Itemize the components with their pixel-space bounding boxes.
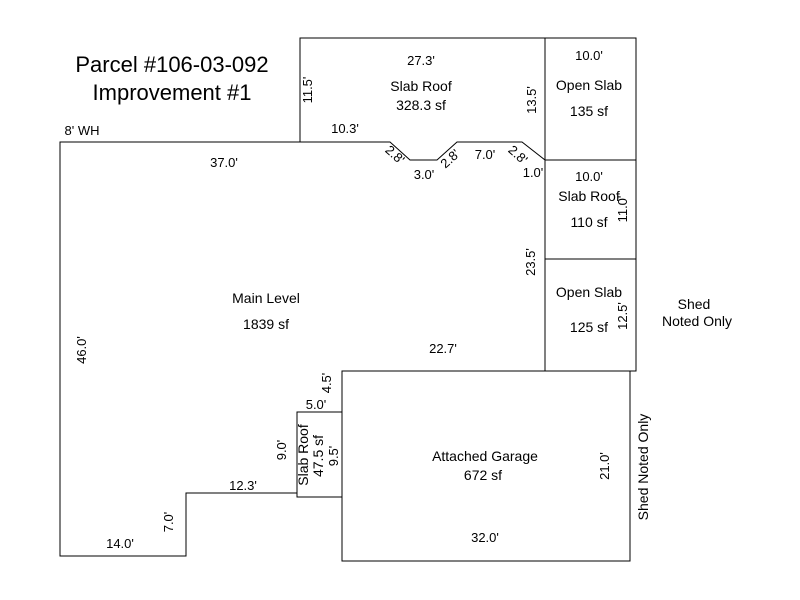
wh-note: 8' WH xyxy=(65,123,100,138)
dim-10-3: 10.3' xyxy=(331,121,359,136)
dim-13-5: 13.5' xyxy=(524,86,539,114)
dim-14-0: 14.0' xyxy=(106,536,134,551)
dim-2-8-middle: 2.8' xyxy=(437,146,462,171)
main-level-name: Main Level xyxy=(232,290,300,306)
dim-11-0: 11.0' xyxy=(615,196,630,223)
dim-7-0-top: 7.0' xyxy=(475,147,496,162)
open-slab-bottom-name: Open Slab xyxy=(556,284,622,300)
open-slab-top-name: Open Slab xyxy=(556,77,622,93)
dim-5-0: 5.0' xyxy=(306,397,327,412)
slab-roof-right-name: Slab Roof xyxy=(558,188,620,204)
parcel-title: Parcel #106-03-092 xyxy=(75,52,268,77)
main-level-area: 1839 sf xyxy=(243,316,289,332)
shed-note-line2: Noted Only xyxy=(662,313,732,329)
dim-12-3: 12.3' xyxy=(229,478,257,493)
dim-7-0-bottom: 7.0' xyxy=(161,512,176,533)
dim-46-0: 46.0' xyxy=(74,336,89,364)
dim-21-0: 21.0' xyxy=(597,452,612,480)
dim-9-5: 9.5' xyxy=(326,446,341,467)
shed-note-line1: Shed xyxy=(678,296,711,312)
shed-note-vertical: Shed Noted Only xyxy=(635,414,651,521)
dim-2-8-left: 2.8' xyxy=(382,142,407,167)
slab-roof-small-name: Slab Roof xyxy=(295,424,311,486)
dim-23-5: 23.5' xyxy=(523,248,538,276)
slab-roof-top-area: 328.3 sf xyxy=(396,97,446,113)
slab-roof-right-area: 110 sf xyxy=(570,214,607,230)
dim-1-0: 1.0' xyxy=(523,165,544,180)
improvement-title: Improvement #1 xyxy=(93,80,252,105)
dim-37-0: 37.0' xyxy=(210,155,238,170)
attached-garage-name: Attached Garage xyxy=(432,448,538,464)
main-level-outline xyxy=(59,141,546,557)
attached-garage-area: 672 sf xyxy=(464,467,502,483)
dim-12-5: 12.5' xyxy=(615,302,630,330)
dim-27-3: 27.3' xyxy=(407,53,435,68)
dim-32-0: 32.0' xyxy=(471,530,499,545)
open-slab-bottom-area: 125 sf xyxy=(570,319,608,335)
open-slab-top-area: 135 sf xyxy=(570,103,608,119)
dim-22-7: 22.7' xyxy=(429,341,457,356)
slab-roof-small-area: 47.5 sf xyxy=(310,435,326,477)
dim-10-0-top: 10.0' xyxy=(575,48,603,63)
dim-10-0-right: 10.0' xyxy=(575,169,603,184)
dim-3-0: 3.0' xyxy=(414,167,435,182)
dim-4-5: 4.5' xyxy=(319,373,334,394)
dim-9-0: 9.0' xyxy=(274,440,289,461)
slab-roof-small-outline xyxy=(296,411,343,498)
slab-roof-top-name: Slab Roof xyxy=(390,78,452,94)
dim-11-5: 11.5' xyxy=(300,77,315,104)
